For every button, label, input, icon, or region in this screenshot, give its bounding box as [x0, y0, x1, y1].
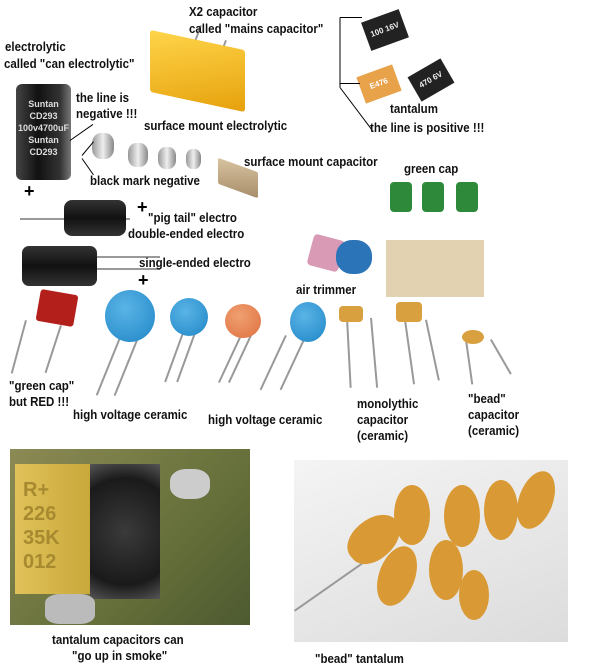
plus-sign: +: [24, 181, 35, 201]
mono-lead: [346, 317, 352, 388]
tantalum-marking: 100 16V: [369, 20, 401, 39]
smd-tantalum-black: 470 6V: [407, 58, 455, 102]
bead-tantalum: [444, 485, 480, 547]
bead-tantalum: [459, 570, 489, 620]
radial-lead: [90, 256, 160, 258]
label-x2: X2 capacitor: [189, 5, 258, 19]
pointer-line: [69, 124, 94, 141]
can-electrolytic: Suntan CD293 100v4700uF Suntan CD293: [16, 84, 71, 180]
label-smd-electrolytic: surface mount electrolytic: [144, 119, 288, 133]
label-bead-3: (ceramic): [468, 424, 520, 438]
smd-electrolytic: [92, 133, 114, 159]
monolythic-cap: [396, 302, 422, 322]
solder-pad: [45, 594, 95, 624]
label-line-negative-2: negative !!!: [76, 107, 138, 121]
label-bead-tantalum: "bead" tantalum: [315, 652, 404, 666]
label-monolythic: monolythic: [357, 397, 419, 411]
blue-ceramic-small: [170, 298, 208, 336]
smd-electrolytic: [128, 143, 148, 167]
label-x2-mains: called "mains capacitor": [189, 22, 324, 36]
green-cap: [456, 182, 478, 212]
bead-tantalum-lead: [294, 558, 369, 612]
pointer-line: [340, 83, 360, 84]
label-single-ended: single-ended electro: [139, 256, 251, 270]
label-hv-ceramic: high voltage ceramic: [73, 408, 188, 422]
burnt-marking: R+ 226 35K 012: [23, 479, 60, 573]
bead-tantalum: [509, 465, 563, 535]
tantalum-marking: 470 6V: [417, 69, 444, 90]
tantalum-marking: E476: [368, 76, 390, 91]
smd-electrolytic: [158, 147, 176, 169]
label-electrolytic: electrolytic: [5, 40, 66, 54]
label-can-electrolytic: called "can electrolytic": [4, 57, 135, 71]
air-trimmer-blue: [336, 240, 372, 274]
monolythic-cap: [339, 306, 363, 322]
red-cap-lead: [44, 325, 62, 374]
bead-lead: [490, 339, 512, 375]
pointer-line: [340, 17, 362, 18]
blue-ceramic-large: [105, 290, 155, 342]
can-brand: Suntan: [28, 99, 59, 109]
ceramic-lead: [279, 335, 307, 391]
orange-ceramic: [225, 304, 261, 338]
blue-ceramic: [290, 302, 326, 342]
label-green-cap: green cap: [404, 162, 459, 176]
label-double-ended: double-ended electro: [128, 227, 245, 241]
plus-sign: +: [137, 197, 148, 217]
radial-electrolytic: [22, 246, 97, 286]
mono-lead: [404, 319, 415, 385]
red-film-cap: [35, 288, 79, 328]
smd-tantalum-black: 100 16V: [361, 9, 409, 51]
mono-lead: [425, 319, 440, 381]
label-tantalum: tantalum: [390, 102, 438, 116]
bead-tantalum-photo: [294, 460, 568, 642]
bead-tantalum: [484, 480, 518, 540]
bead-tantalum: [429, 540, 463, 600]
burnt-tantalum-body: R+ 226 35K 012: [15, 464, 90, 594]
label-bead-2: capacitor: [468, 408, 520, 422]
bead-lead: [465, 339, 473, 385]
can-model: CD293: [29, 111, 58, 121]
can-rating: 100v4700uF: [17, 123, 70, 133]
radial-lead: [90, 268, 160, 270]
label-smoke: tantalum capacitors can: [52, 633, 184, 647]
burnt-area: [90, 464, 160, 599]
label-red-cap: "green cap": [9, 379, 75, 393]
can-brand: Suntan: [28, 135, 59, 145]
label-red-cap-2: but RED !!!: [9, 395, 70, 409]
green-cap: [422, 182, 444, 212]
plus-sign: +: [138, 270, 149, 290]
burnt-tantalum-photo: R+ 226 35K 012: [10, 449, 250, 625]
label-line-negative: the line is: [76, 91, 130, 105]
pointer-line: [339, 17, 341, 88]
bead-ceramic: [462, 330, 484, 344]
smd-tantalum-orange: E476: [356, 64, 402, 104]
mono-lead: [370, 317, 378, 388]
axial-electrolytic: [64, 200, 126, 236]
label-pig-tail: "pig tail" electro: [148, 211, 237, 225]
x2-capacitor: [150, 29, 245, 113]
green-cap: [390, 182, 412, 212]
label-line-positive: the line is positive !!!: [370, 121, 485, 135]
bead-tantalum: [394, 485, 430, 545]
label-smd-capacitor: surface mount capacitor: [244, 155, 378, 169]
label-air-trimmer: air trimmer: [296, 283, 357, 297]
label-monolythic-3: (ceramic): [357, 429, 409, 443]
label-monolythic-2: capacitor: [357, 413, 409, 427]
solder-pad: [170, 469, 210, 499]
can-model: CD293: [29, 147, 58, 157]
label-hv-ceramic: high voltage ceramic: [208, 413, 323, 427]
label-bead: "bead": [468, 392, 506, 406]
ceramic-lead: [164, 330, 185, 383]
tape-strip: [386, 240, 484, 297]
ceramic-lead: [228, 335, 252, 383]
label-black-mark: black mark negative: [90, 174, 200, 188]
smd-electrolytic: [186, 149, 201, 169]
red-cap-lead: [10, 320, 27, 374]
label-smoke-2: "go up in smoke": [72, 649, 168, 663]
